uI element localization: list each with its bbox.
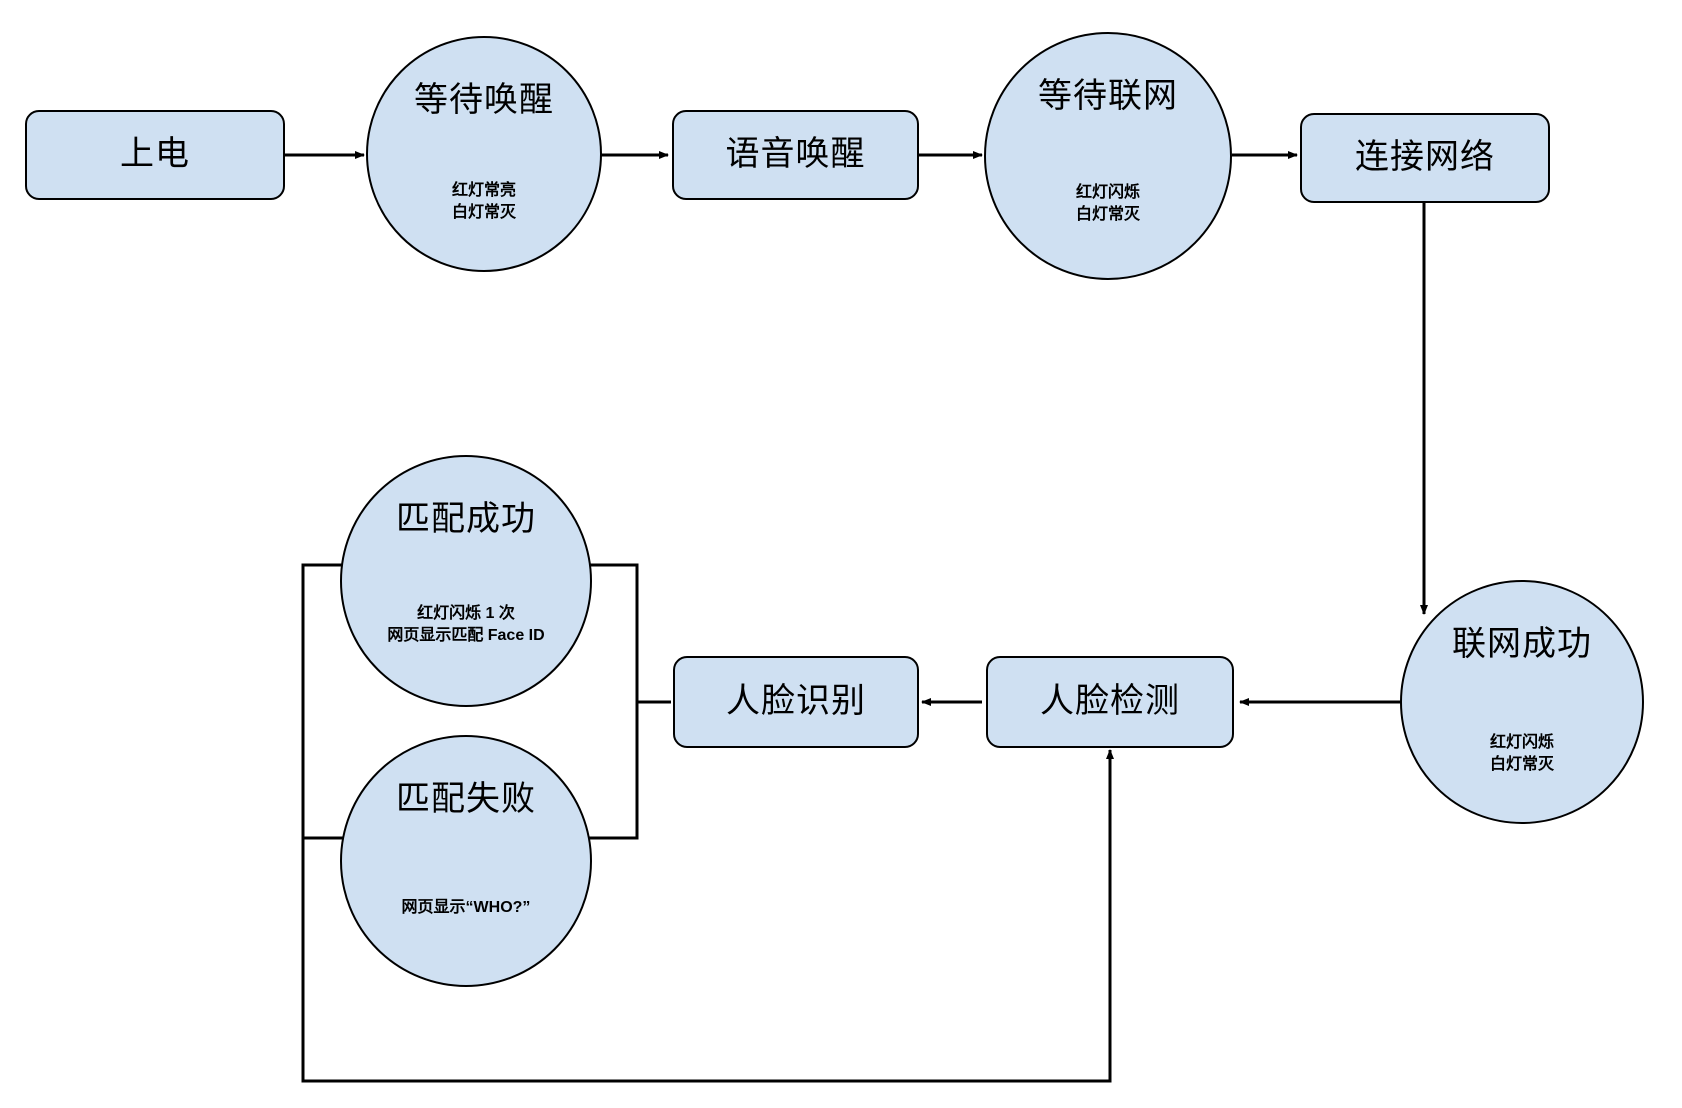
node-wait-wake[interactable]: 等待唤醒 红灯常亮 白灯常灭: [366, 36, 602, 272]
node-wait-network-title: 等待联网: [1038, 77, 1178, 115]
edge-face-recognize-branch: [301, 563, 671, 840]
node-match-fail-sub: 网页显示“WHO?”: [401, 899, 531, 916]
node-network-success[interactable]: 联网成功 红灯闪烁 白灯常灭: [1400, 580, 1644, 824]
node-match-fail[interactable]: 匹配失败 网页显示“WHO?”: [340, 735, 592, 987]
node-match-success-sub: 红灯闪烁 1 次 网页显示匹配 Face ID: [387, 605, 545, 644]
node-connect-network[interactable]: 连接网络: [1300, 113, 1550, 203]
node-face-recognize-title: 人脸识别: [726, 682, 866, 721]
node-voice-wake[interactable]: 语音唤醒: [672, 110, 919, 200]
node-power-on[interactable]: 上电: [25, 110, 285, 200]
node-voice-wake-title: 语音唤醒: [725, 135, 866, 174]
node-match-success-title: 匹配成功: [396, 500, 536, 538]
node-face-detect[interactable]: 人脸检测: [986, 656, 1234, 748]
node-network-success-sub: 红灯闪烁 白灯常灭: [1489, 734, 1554, 773]
edge-match-fail-to-face-detect: [301, 749, 1114, 1083]
node-match-success[interactable]: 匹配成功 红灯闪烁 1 次 网页显示匹配 Face ID: [340, 455, 592, 707]
node-wait-network-sub: 红灯闪烁 白灯常灭: [1075, 184, 1140, 223]
node-connect-network-title: 连接网络: [1355, 138, 1495, 177]
node-match-fail-title: 匹配失败: [396, 780, 536, 818]
node-wait-wake-title: 等待唤醒: [414, 81, 554, 119]
node-wait-wake-sub: 红灯常亮 白灯常灭: [451, 182, 516, 221]
node-face-detect-title: 人脸检测: [1040, 682, 1180, 721]
node-face-recognize[interactable]: 人脸识别: [673, 656, 919, 748]
node-network-success-title: 联网成功: [1452, 625, 1592, 663]
node-power-on-title: 上电: [120, 135, 190, 174]
node-wait-network[interactable]: 等待联网 红灯闪烁 白灯常灭: [984, 32, 1232, 280]
